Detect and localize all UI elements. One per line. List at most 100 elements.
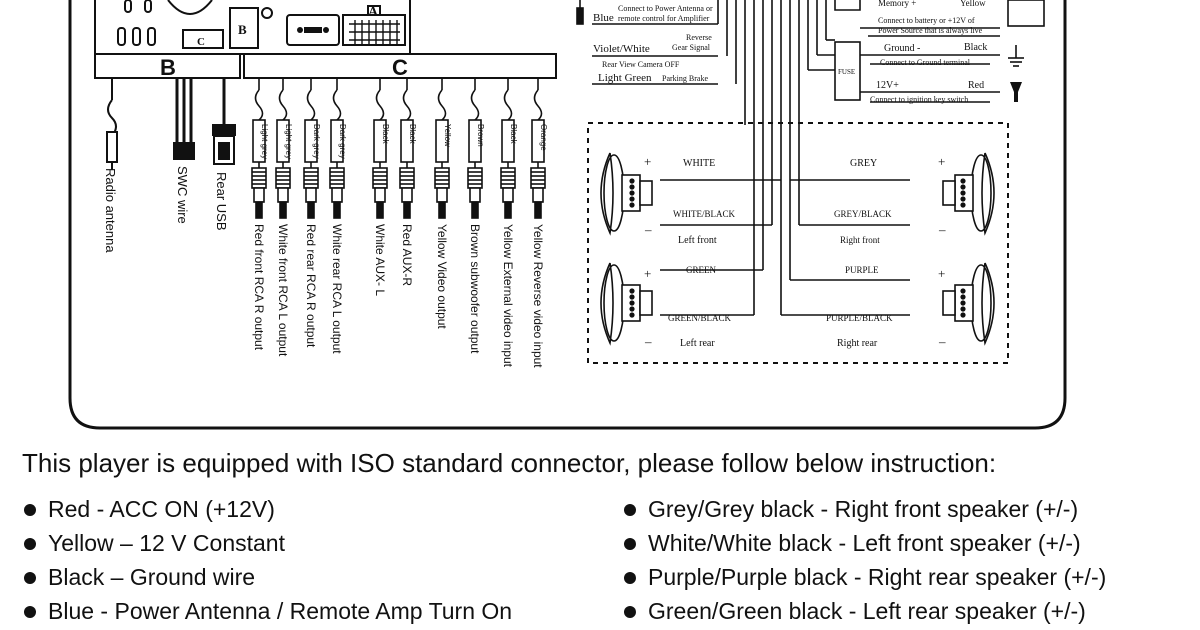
blue-wire-desc-1: Connect to Power Antenna or: [618, 4, 713, 13]
list-item: Yellow – 12 V Constant: [22, 526, 512, 560]
blue-wire-label: Blue: [593, 12, 614, 24]
rca-wire-label: Red front RCA R output: [252, 224, 266, 351]
memory-label: Memory +: [878, 0, 916, 8]
left-rear-minus: –: [644, 334, 652, 349]
connector-label-small-b: B: [238, 22, 247, 37]
connector-b-bar: [94, 53, 241, 79]
green-black-label: GREEN/BLACK: [668, 313, 732, 323]
left-front-label: Left front: [678, 235, 717, 246]
rear-usb-wire: [212, 78, 236, 165]
left-rear-label: Left rear: [680, 338, 715, 349]
list-item: Blue - Power Antenna / Remote Amp Turn O…: [22, 594, 512, 628]
right-front-label: Right front: [840, 235, 880, 245]
rca-cap-label: Orange: [539, 124, 548, 151]
rca-wire-label: White AUX- L: [373, 224, 387, 296]
rca-wire: [530, 78, 546, 219]
connector-label-c: C: [392, 55, 408, 80]
grey-black-label: GREY/BLACK: [834, 209, 892, 219]
list-item: White/White black - Left front speaker (…: [622, 526, 1106, 560]
rca-cap-label: Black: [381, 124, 390, 145]
list-item: Green/Green black - Left rear speaker (+…: [622, 594, 1106, 628]
acc-desc: Connect to ignition key switch: [870, 95, 968, 104]
rca-cap-label: Light grey: [260, 124, 269, 159]
rca-cap-label: Brown: [476, 124, 485, 147]
ignition-key-icon: [1010, 82, 1022, 102]
ground-label: Ground -: [884, 43, 920, 54]
wiring-diagram: C B A B C Radio antenna SWC wire Rear US…: [68, 0, 1067, 430]
rca-cap-label: Dark grey: [338, 124, 347, 159]
list-item: Grey/Grey black - Right front speaker (+…: [622, 492, 1106, 526]
right-front-minus: –: [938, 222, 946, 237]
radio-antenna-wire: [106, 78, 118, 170]
lightgreen-wire-desc: Parking Brake: [662, 74, 708, 83]
white-wire-label: WHITE: [683, 158, 715, 169]
speaker-icon: [942, 262, 995, 346]
rca-wire-label: Brown subwoofer output: [468, 224, 482, 354]
rca-cap-label: Black: [408, 124, 417, 145]
rca-wire-label: Red rear RCA R output: [304, 224, 318, 348]
speaker-icon: [600, 262, 653, 346]
rca-wire: [434, 78, 450, 219]
left-rear-plus: +: [644, 266, 651, 281]
radio-unit: [94, 0, 411, 55]
rca-wire: [329, 78, 345, 219]
connector-label-a: A: [368, 5, 379, 20]
rca-wire: [399, 78, 415, 219]
white-black-label: WHITE/BLACK: [673, 209, 735, 219]
violet-wire-desc-1: Reverse: [686, 33, 712, 42]
black-label: Black: [964, 42, 987, 53]
left-front-minus: –: [644, 222, 652, 237]
rca-cap-label: Black: [509, 124, 518, 145]
speaker-icon: [600, 152, 653, 236]
right-front-plus: +: [938, 154, 945, 169]
purple-black-label: PURPLE/BLACK: [826, 313, 893, 323]
rear-camera-label: Rear View Camera OFF: [602, 60, 680, 69]
grey-wire-label: GREY: [850, 158, 877, 169]
purple-wire-label: PURPLE: [845, 265, 879, 275]
rca-wire: [500, 78, 516, 219]
rca-wire: [372, 78, 388, 219]
instruction-text: This player is equipped with ISO standar…: [22, 448, 997, 478]
connector-label-small-c: C: [197, 36, 205, 48]
right-rear-minus: –: [938, 334, 946, 349]
green-wire-label: GREEN: [686, 265, 716, 275]
yellow-label: Yellow: [960, 0, 986, 8]
rca-wire-label: Red AUX-R: [400, 224, 414, 286]
violet-wire-label: Violet/White: [593, 43, 650, 55]
ground-desc: Connect to Ground terminal: [880, 58, 971, 67]
radio-antenna-label: Radio antenna: [103, 168, 118, 253]
rca-wire: [303, 78, 319, 219]
right-color-list: Grey/Grey black - Right front speaker (+…: [622, 492, 1106, 628]
battery-desc-2: Power Source that is always live: [878, 26, 983, 35]
rca-cap-label: Yellow: [443, 124, 452, 147]
rca-wire: [467, 78, 483, 219]
list-item: Black – Ground wire: [22, 560, 512, 594]
rca-wire-label: White rear RCA L output: [330, 224, 344, 354]
rca-wire-label: White front RCA L output: [276, 224, 290, 357]
lightgreen-wire-label: Light Green: [598, 72, 652, 84]
right-rear-plus: +: [938, 266, 945, 281]
rca-wire-label: Yellow Reverse video input: [531, 224, 545, 368]
acc-label: 12V+: [876, 80, 899, 91]
violet-wire-desc-2: Gear Signal: [672, 43, 711, 52]
connector-c-bar: [243, 53, 557, 79]
rca-wire-label: Yellow External video input: [501, 224, 515, 368]
speaker-box: [587, 122, 1009, 364]
rear-usb-label: Rear USB: [214, 172, 229, 231]
list-item: Red - ACC ON (+12V): [22, 492, 512, 526]
red-label: Red: [968, 80, 984, 91]
blue-wire-desc-2: remote control for Amplifier: [618, 14, 710, 23]
rca-wire: [275, 78, 291, 219]
list-item: Purple/Purple black - Right rear speaker…: [622, 560, 1106, 594]
speakers: [600, 152, 995, 346]
battery-desc-1: Connect to battery or +12V of: [878, 16, 975, 25]
rca-cap-label: Dark grey: [312, 124, 321, 159]
right-rear-label: Right rear: [837, 338, 878, 349]
swc-wire-label: SWC wire: [175, 166, 190, 224]
speaker-icon: [942, 152, 995, 236]
power-harness: [576, 0, 1045, 315]
swc-wire: [175, 78, 193, 145]
rca-wire-label: Yellow Video output: [435, 224, 449, 329]
rca-wire: [251, 78, 267, 219]
